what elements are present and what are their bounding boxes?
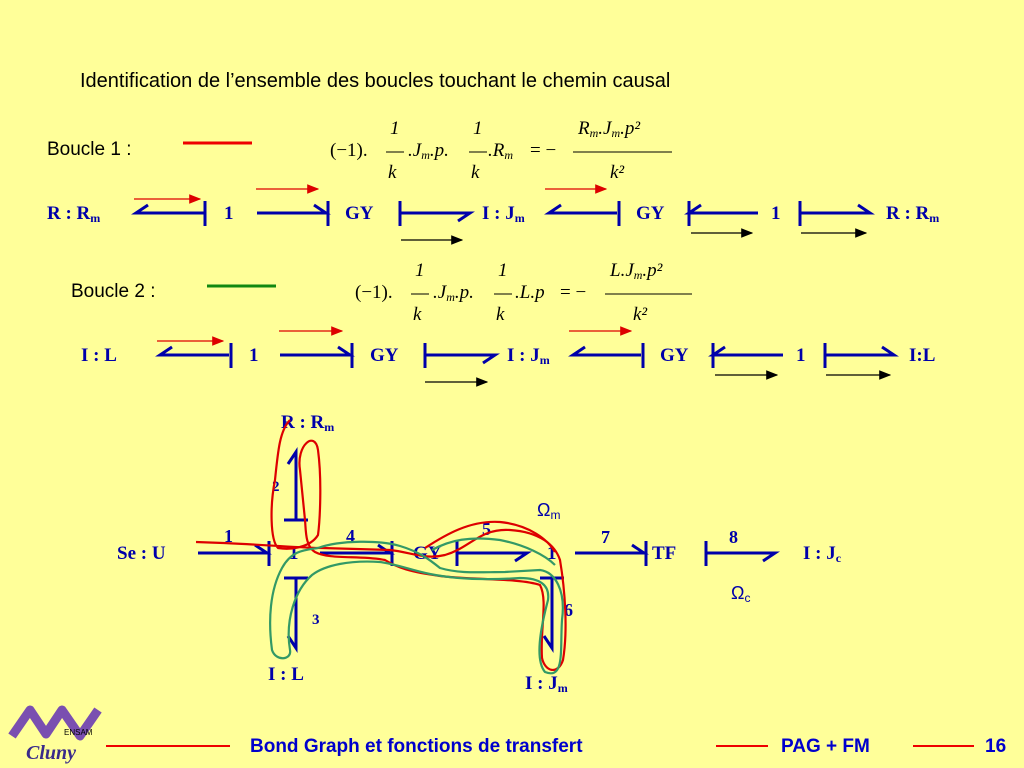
formula-equals: = − — [530, 140, 557, 161]
fraction-den: k — [471, 162, 480, 183]
chain2-node-i-l: I:L — [909, 345, 936, 366]
chain2-red-arrows — [157, 326, 633, 346]
graph-node-gy: GY — [413, 543, 442, 564]
bond-number-3: 3 — [312, 612, 320, 628]
footer-title: Bond Graph et fonctions de transfert — [250, 736, 583, 757]
formula-prefix: (−1). — [355, 282, 393, 303]
fraction-num: L.Jm.p² — [610, 260, 663, 282]
graph-node-i-l: I : L — [268, 664, 304, 685]
fraction-den: k — [496, 304, 505, 325]
formula-term: .Jm.p. — [408, 140, 449, 162]
fraction-den: k — [388, 162, 397, 183]
graph-node-tf: TF — [652, 543, 677, 564]
chain2-node-gy: GY — [370, 345, 399, 366]
ensam-logo: ENSAM Cluny — [6, 704, 106, 768]
bond-number-7: 7 — [601, 527, 610, 547]
fraction-den: k² — [610, 162, 625, 183]
fraction-num: 1 — [390, 118, 400, 139]
bond-number-2: 2 — [272, 479, 280, 495]
chain2-node-i-jm: I : Jm — [507, 345, 550, 367]
formula-equals: = − — [560, 282, 587, 303]
chain1-node-1: 1 — [771, 203, 781, 224]
graph-node-r-rm: R : Rm — [281, 412, 335, 434]
fraction-num: 1 — [415, 260, 425, 281]
chain1-node-1: 1 — [224, 203, 234, 224]
graph-node-se-u: Se : U — [117, 543, 166, 564]
loop1-formula: (−1). 1 k .Jm.p. 1 k .Rm = − Rm.Jm.p² k² — [330, 118, 750, 188]
chain1-red-arrows — [134, 184, 608, 204]
chain2-node-gy: GY — [660, 345, 689, 366]
footer-author: PAG + FM — [781, 736, 870, 757]
graph-node-1a: 1 — [289, 543, 299, 564]
chain1-node-r-rm: R : Rm — [886, 203, 940, 225]
fraction-num: 1 — [473, 118, 483, 139]
chain1-node-r-rm: R : Rm — [47, 203, 101, 225]
loop1-hand-drawn-path — [195, 419, 567, 671]
bond-graph-bonds — [198, 447, 780, 653]
loop2-formula: (−1). 1 k .Jm.p. 1 k .L.p = − L.Jm.p² k² — [355, 260, 775, 330]
bond-number-8: 8 — [729, 527, 738, 547]
bond-number-5: 5 — [482, 519, 491, 539]
chain2-node-1: 1 — [249, 345, 259, 366]
chain1-node-gy: GY — [636, 203, 665, 224]
bond-number-1: 1 — [224, 526, 233, 546]
ensam-logo-mark — [8, 705, 102, 741]
formula-prefix: (−1). — [330, 140, 368, 161]
loop2-label: Boucle 2 : — [71, 281, 156, 302]
logo-sub: Cluny — [26, 742, 77, 764]
omega-c-label: Ωc — [731, 583, 751, 605]
chain2-black-arrows — [425, 370, 892, 387]
formula-term: .L.p — [515, 282, 545, 303]
fraction-num: Rm.Jm.p² — [578, 118, 641, 140]
graph-node-i-jc: I : Jc — [803, 543, 842, 565]
chain2-node-i-l: I : L — [81, 345, 117, 366]
graph-node-1b: 1 — [547, 543, 557, 564]
fraction-num: 1 — [498, 260, 508, 281]
chain1-black-arrows — [401, 228, 868, 245]
chain1-node-gy: GY — [345, 203, 374, 224]
fraction-den: k — [413, 304, 422, 325]
loop2-hand-drawn-path — [431, 537, 556, 566]
bond-number-6: 6 — [564, 600, 573, 620]
chain2-node-1: 1 — [796, 345, 806, 366]
fraction-den: k² — [633, 304, 648, 325]
bond-number-4: 4 — [346, 526, 355, 546]
footer-page-number: 16 — [985, 736, 1007, 757]
formula-term: .Jm.p. — [433, 282, 474, 304]
graph-node-i-jm: I : Jm — [525, 673, 568, 695]
omega-m-label: Ωm — [537, 500, 561, 522]
logo-text: ENSAM — [64, 728, 93, 737]
loop1-label: Boucle 1 : — [47, 139, 132, 160]
slide-title: Identification de l’ensemble des boucles… — [80, 70, 671, 92]
formula-term: .Rm — [488, 140, 514, 162]
chain1-node-i-jm: I : Jm — [482, 203, 525, 225]
